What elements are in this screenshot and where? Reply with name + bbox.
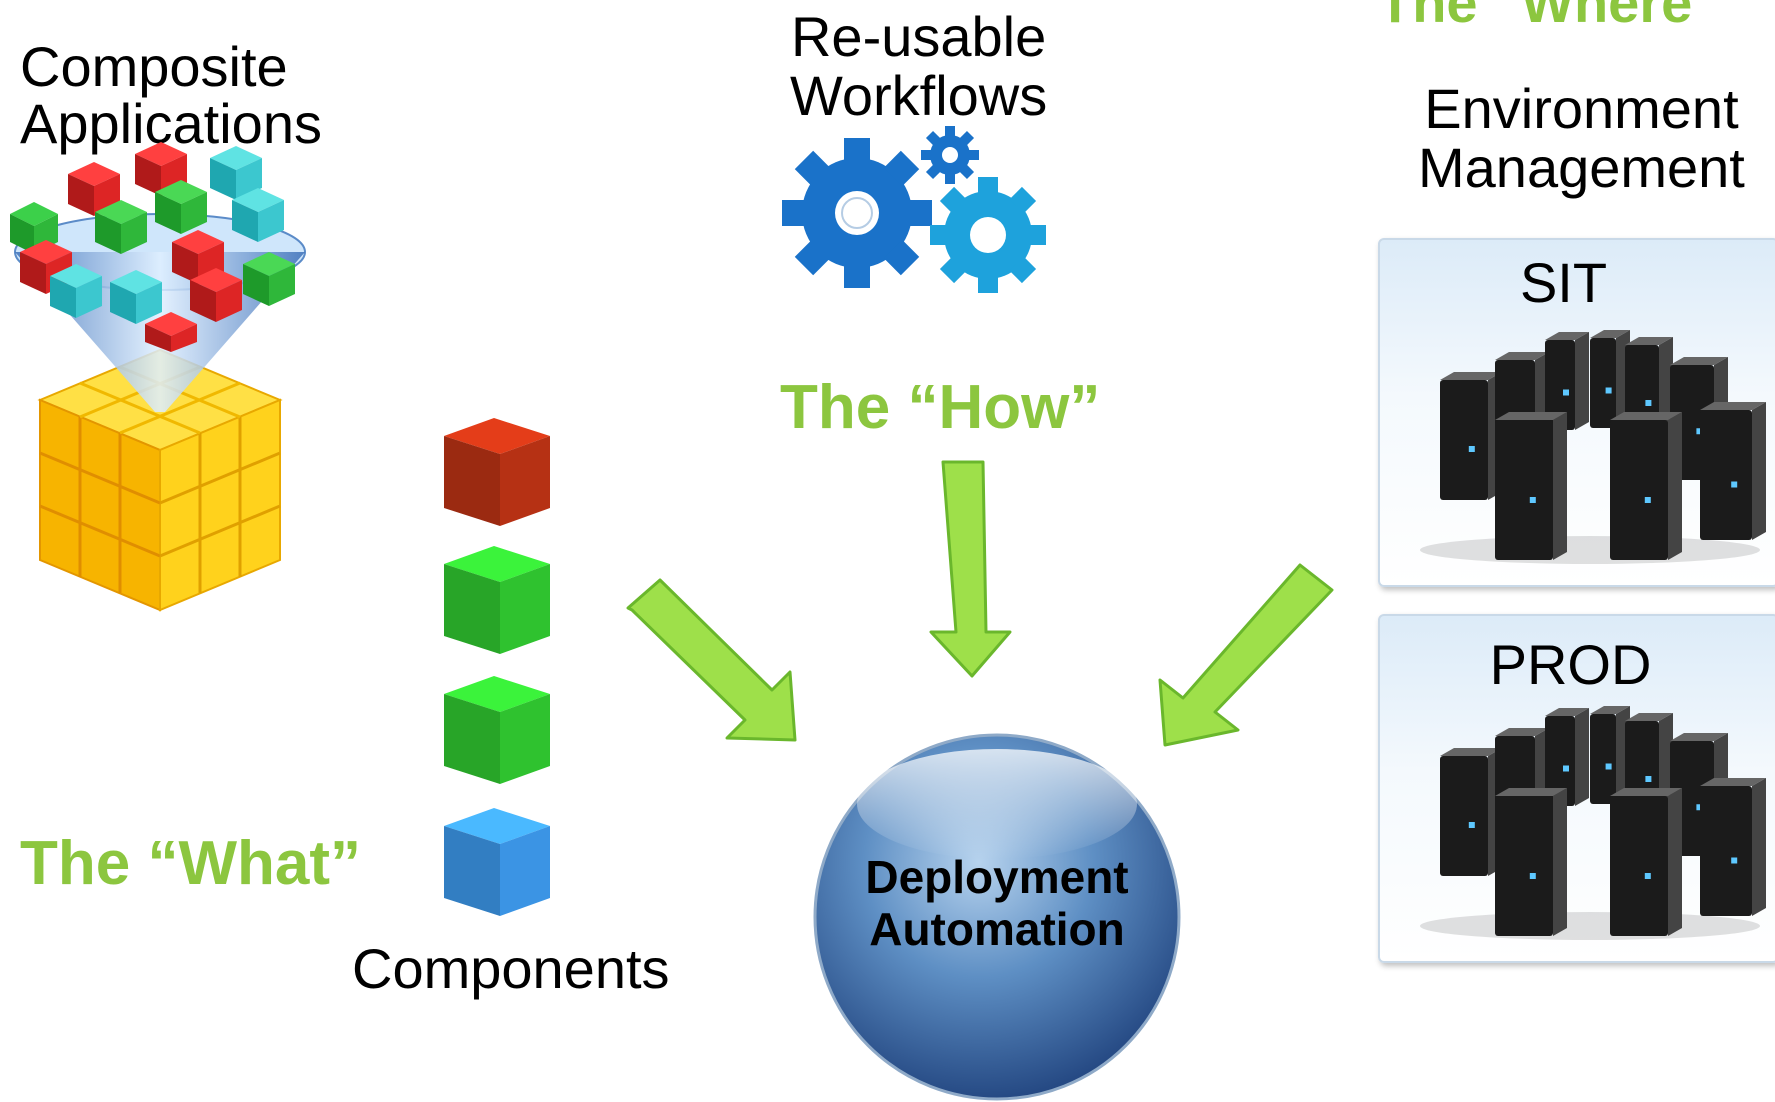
red-component-cube — [444, 418, 550, 526]
colorful-cubes — [10, 142, 295, 352]
server-cluster-icon — [1420, 706, 1766, 940]
composite-applications-label: Composite Applications — [20, 35, 322, 156]
deployment-automation-label: Deployment Automation — [865, 851, 1129, 955]
server-cluster-icon — [1420, 330, 1766, 564]
env-panel-sit: SIT — [1378, 238, 1775, 587]
the-what-label: The “What” — [20, 829, 361, 898]
green-component-cube — [444, 546, 550, 654]
arrow-where-to-deployment — [1158, 563, 1334, 747]
components-label: Components — [352, 937, 670, 1000]
server-rack — [1610, 788, 1682, 936]
the-how-label: The “How” — [780, 373, 1101, 442]
component-cubes — [444, 418, 550, 916]
green-component-cube-2 — [444, 676, 550, 784]
env-panel-prod: PROD — [1378, 614, 1775, 963]
composite-funnel-icon — [10, 142, 306, 612]
blue-component-cube — [444, 808, 550, 916]
server-rack — [1495, 412, 1567, 560]
the-where-label: The “Where” — [1378, 0, 1721, 34]
sphere-icon — [813, 733, 1181, 1101]
arrow-how-to-deployment — [929, 460, 1012, 678]
environment-management-label: Environment Management — [1418, 77, 1745, 199]
gears-icon — [782, 126, 1046, 293]
server-rack — [1700, 402, 1766, 540]
server-rack — [1545, 332, 1589, 430]
server-rack — [1545, 708, 1589, 806]
server-rack — [1610, 412, 1682, 560]
server-rack — [1495, 788, 1567, 936]
server-rack — [1700, 778, 1766, 916]
reusable-workflows-label: Re-usable Workflows — [790, 5, 1048, 127]
env-name-sit: SIT — [1519, 251, 1608, 314]
arrow-what-to-deployment — [626, 578, 797, 742]
env-name-prod: PROD — [1489, 633, 1652, 696]
